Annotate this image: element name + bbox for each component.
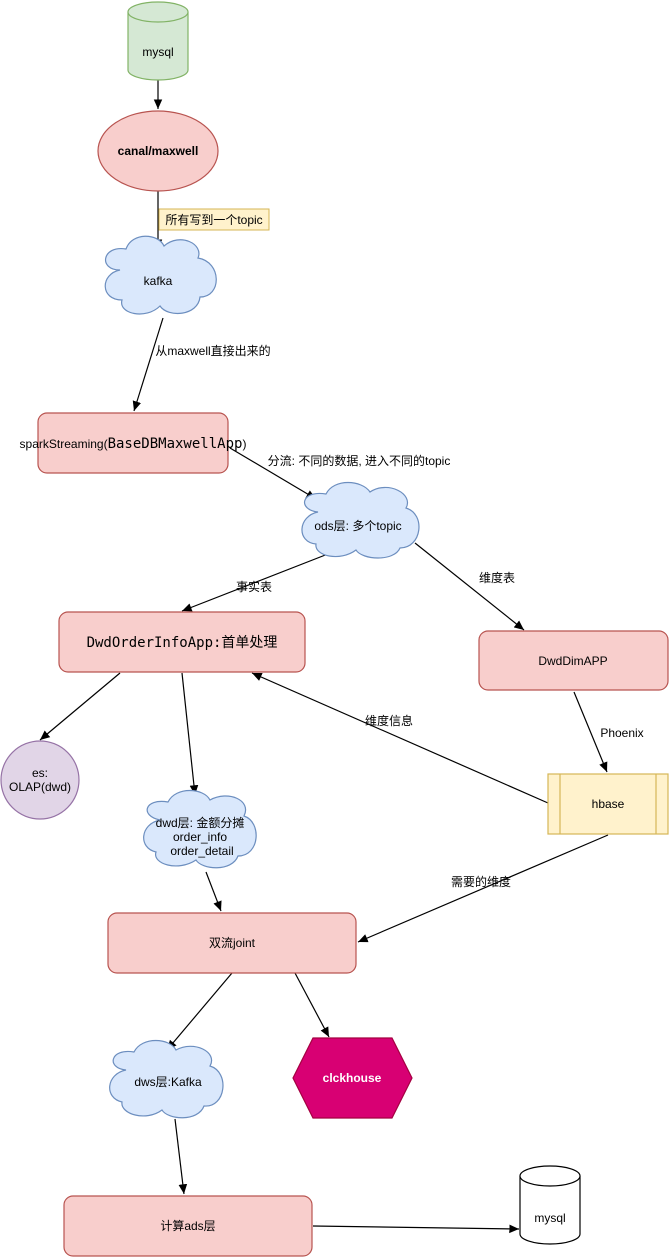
needed-dim-label: 需要的维度 (451, 874, 511, 889)
es-label-line2: OLAP(dwd) (9, 780, 71, 794)
spark-suffix-text: ) (242, 437, 246, 451)
edge-hbase-dual (357, 834, 609, 943)
edge-dwdapp-es (39, 672, 121, 741)
dwd-dim-app-label: DwdDimAPP (538, 654, 607, 668)
dual-stream-join-label: 双流joint (209, 936, 256, 950)
all-one-topic-label: 所有写到一个topic (165, 213, 262, 227)
ods-cloud[interactable]: ods层: 多个topic (301, 481, 420, 559)
edge-ods-dwddim (414, 542, 525, 631)
spark-app-text: BaseDBMaxwellApp (108, 436, 243, 452)
from-maxwell-label: 从maxwell直接出来的 (155, 343, 270, 358)
edge-dwdapp-dwdcloud (181, 672, 199, 796)
edge-dual-dws (166, 972, 233, 1051)
ads-layer-node[interactable]: 计算ads层 (63, 1195, 313, 1257)
dwd-cloud-line3: order_detail (170, 844, 233, 858)
spark-streaming-node[interactable]: sparkStreaming(BaseDBMaxwellApp) (20, 412, 247, 474)
dwd-cloud-line2: order_info (173, 830, 227, 844)
edge-spark-ods (229, 447, 317, 500)
dwd-layer-cloud[interactable]: dwd层: 金额分摊 order_info order_detail (143, 789, 257, 869)
edge-ods-dwdapp (181, 551, 334, 612)
dual-stream-join-node[interactable]: 双流joint (107, 912, 357, 974)
phoenix-label: Phoenix (600, 726, 643, 740)
kafka-label: kafka (144, 274, 173, 288)
es-olap-node[interactable]: es: OLAP(dwd) (0, 740, 80, 820)
ads-layer-label: 计算ads层 (160, 1218, 215, 1233)
es-label-line1: es: (32, 766, 48, 780)
dwd-order-info-app-node[interactable]: DwdOrderInfoApp:首单处理 (58, 611, 306, 673)
split-stream-label: 分流: 不同的数据, 进入不同的topic (268, 453, 451, 468)
spark-streaming-label: sparkStreaming(BaseDBMaxwellApp) (20, 436, 247, 452)
edge-dwddim-hbase (573, 691, 608, 773)
mysql-source-label: mysql (142, 45, 173, 59)
mysql-sink-cylinder[interactable]: mysql (519, 1165, 581, 1245)
edge-kafka-spark (132, 317, 164, 412)
dwd-order-info-app-label: DwdOrderInfoApp:首单处理 (87, 635, 278, 651)
fact-table-label: 事实表 (236, 579, 272, 594)
kafka-cloud[interactable]: kafka (104, 235, 217, 315)
spark-prefix-text: sparkStreaming( (20, 437, 108, 451)
hbase-node[interactable]: hbase (547, 773, 669, 835)
canal-maxwell-label: canal/maxwell (118, 144, 199, 158)
dim-table-label: 维度表 (479, 570, 515, 585)
canal-maxwell-node[interactable]: canal/maxwell (97, 110, 219, 192)
dws-label: dws层:Kafka (134, 1075, 202, 1089)
dwd-cloud-line1: dwd层: 金额分摊 (156, 815, 245, 830)
edge-ads-mysql (312, 1224, 520, 1234)
dim-info-label: 维度信息 (365, 713, 413, 728)
clickhouse-node[interactable]: clckhouse (292, 1037, 413, 1119)
edges (39, 80, 609, 1234)
edge-dws-ads (174, 1118, 188, 1195)
clickhouse-label: clckhouse (323, 1071, 382, 1085)
edge-dual-clickhouse (294, 972, 330, 1038)
dwd-dim-app-node[interactable]: DwdDimAPP (478, 630, 669, 691)
hbase-label: hbase (592, 797, 625, 811)
edge-dwdcloud-dual (205, 871, 222, 912)
dws-kafka-cloud[interactable]: dws层:Kafka (109, 1039, 224, 1119)
mysql-source-cylinder[interactable]: mysql (127, 1, 189, 81)
edge-hbase-dwdapp (251, 672, 549, 804)
ods-label: ods层: 多个topic (314, 519, 401, 533)
all-one-topic-note: 所有写到一个topic (158, 208, 270, 231)
mysql-sink-label: mysql (534, 1211, 565, 1225)
